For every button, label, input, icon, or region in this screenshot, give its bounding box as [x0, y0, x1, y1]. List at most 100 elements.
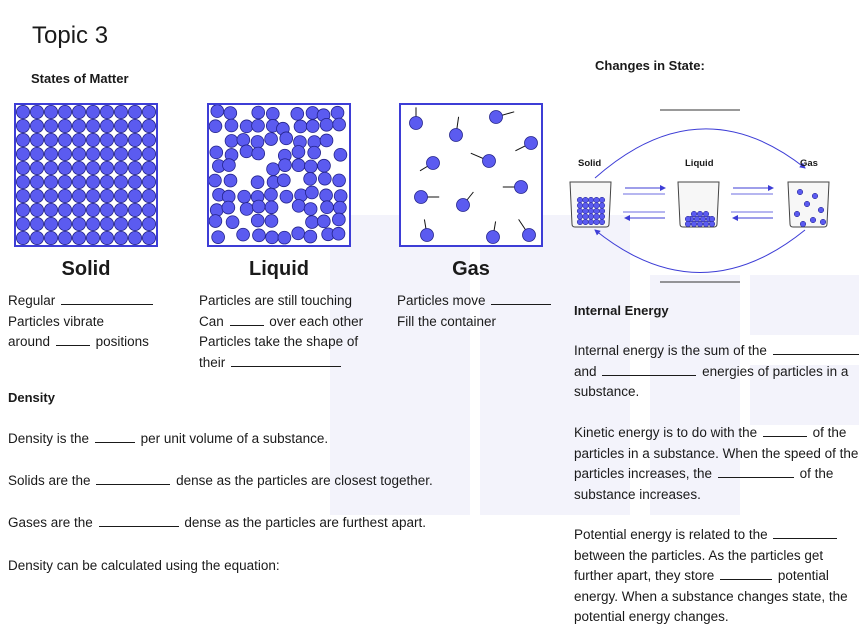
blank[interactable]: [772, 342, 859, 355]
particle: [128, 118, 143, 133]
particle: [223, 106, 238, 120]
beaker-particle: [598, 218, 606, 226]
particle: [114, 203, 129, 218]
beaker-particle: [811, 192, 819, 200]
particle: [333, 200, 347, 215]
particle: [29, 118, 44, 133]
blank[interactable]: [94, 430, 135, 443]
blank[interactable]: [55, 333, 90, 346]
particle: [16, 189, 30, 204]
particle: [332, 212, 346, 227]
particle: [409, 116, 423, 130]
liquid-beaker: [677, 181, 720, 228]
liquid-line-2a: Can: [199, 313, 224, 329]
particle: [142, 175, 156, 189]
particle: [221, 200, 236, 215]
particle: [128, 217, 143, 232]
beaker-particle: [587, 202, 595, 209]
particle: [236, 133, 251, 147]
blank[interactable]: [491, 292, 552, 305]
particle: [100, 132, 115, 147]
beaker-particle: [582, 218, 589, 226]
particle: [100, 175, 115, 190]
particle: [86, 217, 101, 232]
particle: [29, 203, 44, 218]
gas-label: Gas: [452, 258, 490, 280]
particle: [142, 231, 156, 245]
particle: [250, 135, 265, 149]
particle: [100, 203, 115, 218]
particle: [252, 228, 266, 243]
beaker-particle: [702, 220, 710, 228]
particle: [72, 132, 87, 147]
particle: [72, 118, 87, 133]
particle: [100, 189, 115, 204]
particle: [264, 187, 278, 202]
particle: [72, 189, 87, 204]
beaker-particle: [684, 215, 692, 223]
particle: [16, 161, 30, 176]
particle: [86, 203, 101, 218]
particle: [320, 200, 334, 215]
particle: [251, 199, 266, 214]
solid-particles-diagram: [14, 103, 158, 247]
particle: [522, 228, 536, 242]
blank[interactable]: [762, 424, 807, 437]
particle: [489, 110, 503, 124]
particle: [100, 118, 115, 133]
particle: [43, 161, 58, 176]
blank[interactable]: [773, 526, 838, 539]
particle: [209, 119, 223, 133]
solid-line-3a: around: [8, 334, 51, 349]
particle: [264, 214, 279, 228]
beaker-particle: [696, 210, 704, 218]
particle: [128, 105, 143, 119]
blank[interactable]: [602, 363, 697, 376]
particle: [86, 118, 101, 133]
particle: [114, 118, 129, 133]
particle: [86, 175, 101, 190]
particle: [43, 189, 58, 204]
blank[interactable]: [229, 313, 264, 326]
particle: [305, 215, 319, 229]
particle: [291, 226, 305, 241]
particle: [305, 106, 320, 120]
particle: [128, 175, 143, 190]
particle: [236, 227, 250, 242]
particle: [142, 105, 156, 119]
liquid-line-3: Particles take the shape of: [199, 334, 359, 349]
particle: [330, 105, 345, 120]
blank[interactable]: [61, 292, 154, 305]
liquid-label: Liquid: [249, 258, 309, 280]
particle: [251, 146, 266, 161]
blank[interactable]: [98, 514, 179, 527]
particle: [449, 128, 463, 142]
particle: [420, 228, 434, 242]
particle: [58, 132, 73, 147]
particle: [58, 147, 73, 162]
particle: [524, 136, 538, 150]
particle: [29, 161, 44, 176]
blank[interactable]: [717, 465, 794, 478]
solid-description: Regular Particles vibrate around positio…: [8, 291, 155, 353]
changes-in-state-heading: Changes in State:: [595, 58, 705, 73]
particle: [114, 175, 129, 190]
particle: [317, 214, 331, 229]
gas-description: Particles move Fill the container: [397, 291, 553, 332]
particle: [222, 158, 236, 172]
blank[interactable]: [231, 354, 342, 367]
blank[interactable]: [96, 472, 171, 485]
particle: [43, 217, 58, 232]
blank[interactable]: [720, 567, 773, 580]
solid-line-3b: positions: [95, 334, 149, 349]
particle: [100, 105, 115, 119]
particle: [239, 119, 254, 134]
particle: [43, 175, 58, 190]
liquid-line-4: their: [199, 354, 226, 370]
particle: [72, 203, 87, 218]
beaker-particle: [696, 220, 704, 228]
particle: [16, 203, 30, 218]
particle: [16, 231, 30, 245]
beaker-particle: [799, 220, 807, 228]
particle: [142, 133, 156, 147]
